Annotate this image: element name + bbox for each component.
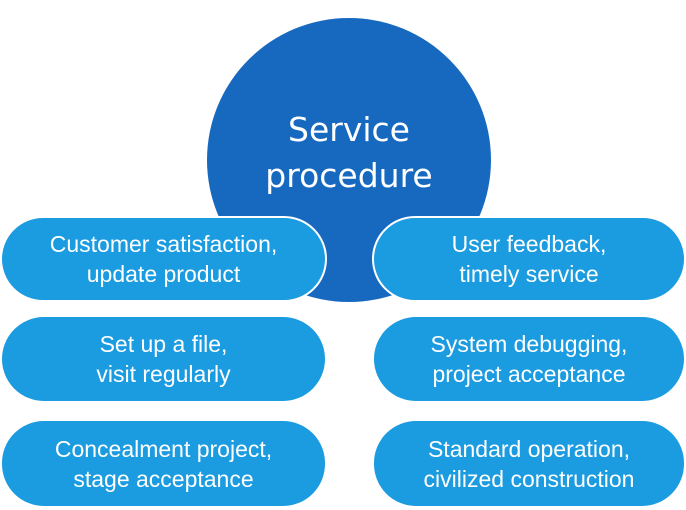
step-line1: Set up a file, (99, 331, 228, 357)
center-title-line2: procedure (265, 156, 433, 195)
step-line1: Concealment project, (54, 435, 273, 462)
step-line1: System debugging, (430, 331, 628, 357)
center-title-line1: Service (288, 110, 410, 149)
step-standard-operation: Standard operation, civilized constructi… (372, 419, 686, 508)
step-concealment-project: Concealment project, stage acceptance (0, 419, 327, 508)
step-line2: civilized construction (423, 465, 635, 492)
step-line2: update product (86, 261, 241, 287)
step-line2: stage acceptance (73, 465, 254, 492)
step-line1: User feedback, (451, 231, 607, 257)
step-user-feedback: User feedback, timely service (372, 216, 686, 302)
step-line2: project acceptance (432, 361, 626, 387)
step-system-debugging: System debugging, project acceptance (372, 315, 686, 403)
step-line1: Customer satisfaction, (49, 231, 278, 257)
step-line1: Standard operation, (427, 435, 631, 462)
step-line2: timely service (459, 261, 599, 287)
step-set-up-file: Set up a file, visit regularly (0, 315, 327, 403)
step-customer-satisfaction: Customer satisfaction, update product (0, 216, 327, 302)
step-line2: visit regularly (96, 361, 231, 387)
